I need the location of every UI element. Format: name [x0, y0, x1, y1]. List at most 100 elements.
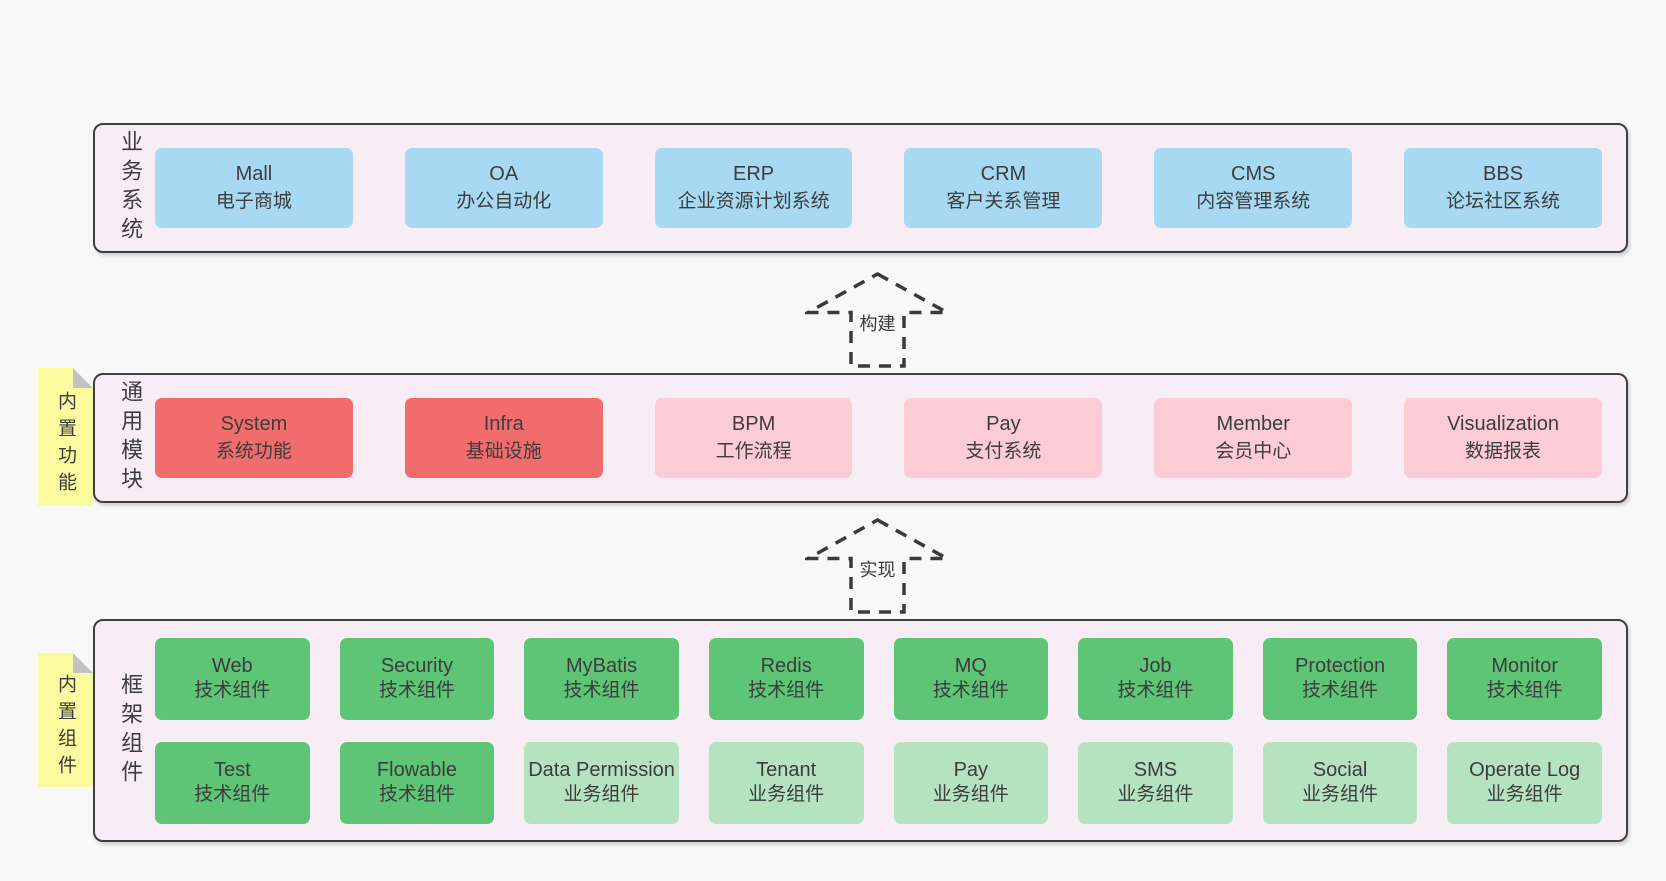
component-box-social: Social 业务组件	[1262, 741, 1418, 824]
component-box-tenant: Tenant 业务组件	[708, 741, 864, 824]
box-desc: 内容管理系统	[1196, 190, 1311, 212]
box-desc: 技术组件	[748, 680, 825, 702]
note-fold-corner-icon	[73, 368, 93, 388]
common-modules-side-label: 通用模块	[118, 380, 144, 496]
builtin-components-note: 内置组件	[38, 653, 93, 787]
business-systems-side-label: 业务系统	[118, 130, 144, 246]
box-desc: 业务组件	[932, 784, 1009, 806]
framework-components-grid: Web 技术组件 Security 技术组件 MyBatis 技术组件 Redi…	[155, 637, 1602, 824]
box-name: Flowable	[376, 759, 457, 782]
box-desc: 业务组件	[1486, 784, 1563, 806]
component-box-monitor: Monitor 技术组件	[1447, 637, 1602, 720]
box-desc: 技术组件	[563, 680, 640, 702]
box-desc: 论坛社区系统	[1446, 190, 1561, 212]
box-desc: 技术组件	[194, 680, 271, 702]
module-box-infra: Infra 基础设施	[404, 398, 603, 478]
system-box-oa: OA 办公自动化	[404, 148, 603, 228]
framework-components-side-label: 框架组件	[118, 672, 144, 789]
implement-arrow: 实现	[805, 516, 950, 616]
implement-arrow-label: 实现	[856, 556, 899, 582]
box-desc: 技术组件	[378, 784, 455, 806]
box-name: Mall	[235, 163, 273, 186]
box-desc: 电子商城	[215, 190, 292, 212]
module-box-pay: Pay 支付系统	[904, 398, 1103, 478]
system-box-mall: Mall 电子商城	[155, 148, 353, 228]
box-name: System	[220, 413, 288, 436]
component-box-mq: MQ 技术组件	[893, 637, 1049, 720]
component-box-web: Web 技术组件	[155, 637, 310, 720]
component-box-sms: SMS 业务组件	[1078, 741, 1233, 824]
box-name: Visualization	[1447, 413, 1560, 436]
box-name: Web	[211, 655, 253, 678]
common-modules-row: System 系统功能 Infra 基础设施 BPM 工作流程 Pay 支付系统…	[155, 398, 1602, 478]
box-name: BBS	[1483, 163, 1524, 186]
box-name: Data Permission	[528, 759, 675, 782]
box-name: Protection	[1295, 655, 1386, 678]
box-name: Pay	[953, 759, 989, 782]
module-box-bpm: BPM 工作流程	[654, 398, 853, 478]
box-desc: 技术组件	[1117, 680, 1194, 702]
system-box-erp: ERP 企业资源计划系统	[654, 148, 853, 228]
box-desc: 客户关系管理	[946, 190, 1061, 212]
component-box-job: Job 技术组件	[1078, 637, 1233, 720]
component-box-data-permission: Data Permission 业务组件	[524, 741, 679, 824]
box-desc: 技术组件	[378, 680, 455, 702]
system-box-cms: CMS 内容管理系统	[1154, 148, 1353, 228]
box-desc: 系统功能	[215, 440, 292, 462]
box-name: Operate Log	[1469, 759, 1581, 782]
box-name: CMS	[1231, 163, 1276, 186]
box-desc: 业务组件	[1117, 784, 1194, 806]
business-systems-panel: 业务系统 Mall 电子商城 OA 办公自动化 ERP 企业资源计划系统 CRM…	[93, 123, 1628, 253]
box-name: Member	[1216, 413, 1290, 436]
build-arrow-label: 构建	[856, 310, 899, 336]
box-name: Monitor	[1491, 655, 1559, 678]
component-box-security: Security 技术组件	[339, 637, 495, 720]
component-box-flowable: Flowable 技术组件	[339, 741, 495, 824]
box-desc: 工作流程	[715, 440, 792, 462]
box-desc: 技术组件	[1302, 680, 1379, 702]
builtin-functions-note: 内置功能	[38, 368, 93, 506]
box-name: Social	[1312, 759, 1368, 782]
business-systems-row: Mall 电子商城 OA 办公自动化 ERP 企业资源计划系统 CRM 客户关系…	[155, 148, 1602, 228]
component-box-operate-log: Operate Log 业务组件	[1447, 741, 1602, 824]
box-desc: 基础设施	[465, 440, 542, 462]
build-arrow: 构建	[805, 270, 950, 370]
box-name: CRM	[980, 163, 1027, 186]
box-name: OA	[489, 163, 519, 186]
box-desc: 业务组件	[748, 784, 825, 806]
box-desc: 数据报表	[1465, 440, 1542, 462]
box-name: Security	[380, 655, 454, 678]
component-box-protection: Protection 技术组件	[1262, 637, 1418, 720]
note-fold-corner-icon	[73, 653, 93, 673]
box-name: MQ	[954, 655, 987, 678]
component-box-test: Test 技术组件	[155, 741, 310, 824]
dashed-up-arrow-icon	[805, 271, 950, 368]
module-box-visualization: Visualization 数据报表	[1404, 398, 1602, 478]
box-name: Pay	[986, 413, 1021, 436]
component-box-redis: Redis 技术组件	[708, 637, 864, 720]
component-box-pay: Pay 业务组件	[893, 741, 1049, 824]
box-desc: 支付系统	[965, 440, 1042, 462]
box-name: SMS	[1133, 759, 1178, 782]
module-box-member: Member 会员中心	[1154, 398, 1353, 478]
box-desc: 业务组件	[1302, 784, 1379, 806]
box-name: MyBatis	[566, 655, 638, 678]
box-desc: 会员中心	[1215, 440, 1292, 462]
builtin-components-note-label: 内置组件	[55, 674, 76, 782]
system-box-crm: CRM 客户关系管理	[904, 148, 1103, 228]
component-box-mybatis: MyBatis 技术组件	[524, 637, 679, 720]
builtin-functions-note-label: 内置功能	[55, 391, 76, 499]
box-name: ERP	[733, 163, 775, 186]
box-desc: 技术组件	[1486, 680, 1563, 702]
box-desc: 办公自动化	[456, 190, 552, 212]
module-box-system: System 系统功能	[155, 398, 353, 478]
box-desc: 技术组件	[194, 784, 271, 806]
box-name: BPM	[731, 413, 776, 436]
box-name: Infra	[483, 413, 524, 436]
box-desc: 业务组件	[563, 784, 640, 806]
box-name: Tenant	[756, 759, 817, 782]
box-name: Test	[213, 759, 251, 782]
framework-components-panel: 框架组件 Web 技术组件 Security 技术组件 MyBatis 技术组件…	[93, 619, 1628, 842]
system-box-bbs: BBS 论坛社区系统	[1404, 148, 1602, 228]
